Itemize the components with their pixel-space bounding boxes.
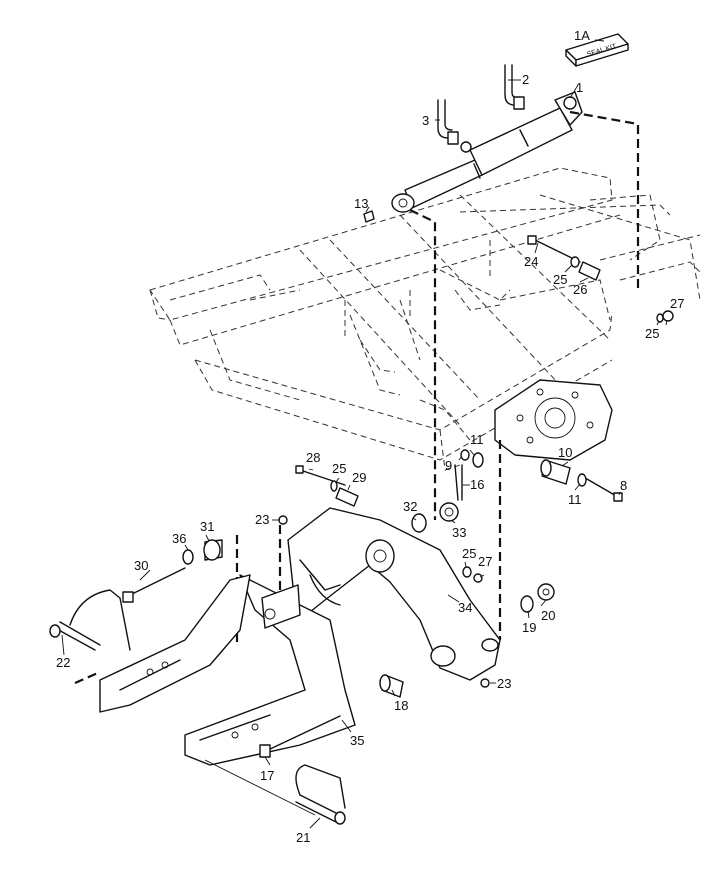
callout-10: 10 xyxy=(558,445,572,460)
axle-housing-plate xyxy=(494,379,613,461)
callout-35: 35 xyxy=(350,733,364,748)
callout-32: 32 xyxy=(403,499,417,514)
tractor-frame-phantom xyxy=(149,167,701,471)
bushing-18 xyxy=(379,674,404,698)
callout-22: 22 xyxy=(56,655,70,670)
bushing-31 xyxy=(203,539,223,561)
callout-33: 33 xyxy=(452,525,466,540)
spacer-26 xyxy=(578,261,601,281)
callout-26: 26 xyxy=(573,282,587,297)
washer-11 xyxy=(472,452,587,487)
spacer-29 xyxy=(335,487,359,507)
callout-20: 20 xyxy=(541,608,555,623)
nut-33 xyxy=(439,502,459,522)
callout-1: 1 xyxy=(576,80,583,95)
callout-27-a: 27 xyxy=(670,296,684,311)
pin-16 xyxy=(454,464,463,501)
callout-27-b: 27 xyxy=(478,554,492,569)
callout-36: 36 xyxy=(172,531,186,546)
callout-1a: 1A xyxy=(574,28,590,43)
callout-9: 9 xyxy=(445,458,452,473)
callout-leaders xyxy=(61,39,668,829)
callout-25-b: 25 xyxy=(645,326,659,341)
callout-25-a: 25 xyxy=(553,272,567,287)
washer-32 xyxy=(411,513,427,533)
callout-18: 18 xyxy=(394,698,408,713)
washer-25-top xyxy=(570,256,580,268)
callout-8: 8 xyxy=(620,478,627,493)
callout-24: 24 xyxy=(524,254,538,269)
callout-11-top: 11 xyxy=(470,432,484,447)
callout-25-d: 25 xyxy=(462,546,476,561)
hose-3 xyxy=(437,99,472,153)
callout-30: 30 xyxy=(134,558,148,573)
washer-19 xyxy=(520,595,534,613)
pin-21 xyxy=(295,764,346,825)
callout-17: 17 xyxy=(260,768,274,783)
bolt-30 xyxy=(122,567,186,603)
drawbar-hanger-34 xyxy=(287,507,501,681)
callout-21: 21 xyxy=(296,830,310,845)
pivot-block xyxy=(261,584,301,629)
callout-23-bottom: 23 xyxy=(497,676,511,691)
callout-3: 3 xyxy=(422,113,429,128)
drawbar-35 xyxy=(184,574,356,766)
seal-kit-box: SEAL KIT xyxy=(565,33,629,67)
callout-31: 31 xyxy=(200,519,214,534)
bolt-13 xyxy=(363,210,375,223)
hydraulic-cylinder xyxy=(391,91,583,213)
nut-20 xyxy=(537,583,555,601)
nut-27-top xyxy=(656,310,674,323)
callout-16: 16 xyxy=(470,477,484,492)
callout-34: 34 xyxy=(458,600,472,615)
washer-25-mid xyxy=(330,480,338,492)
callout-23-top: 23 xyxy=(255,512,269,527)
washer-25-low xyxy=(462,566,472,578)
nut-27-low xyxy=(473,573,483,583)
pin-22 xyxy=(49,589,131,651)
clip-9 xyxy=(460,449,470,461)
bolt-28 xyxy=(295,465,346,486)
washer-36 xyxy=(182,549,194,565)
bushing-10 xyxy=(540,459,571,485)
callout-28: 28 xyxy=(306,450,320,465)
hose-2 xyxy=(504,64,525,110)
callout-2: 2 xyxy=(522,72,529,87)
callout-labels: 1A 1 2 3 8 9 10 11 11 13 16 17 18 19 20 … xyxy=(56,28,684,845)
callout-29: 29 xyxy=(352,470,366,485)
callout-19: 19 xyxy=(522,620,536,635)
callout-13: 13 xyxy=(354,196,368,211)
callout-11-bottom: 11 xyxy=(568,492,582,507)
left-arm xyxy=(99,574,251,713)
callout-25-c: 25 xyxy=(332,461,346,476)
